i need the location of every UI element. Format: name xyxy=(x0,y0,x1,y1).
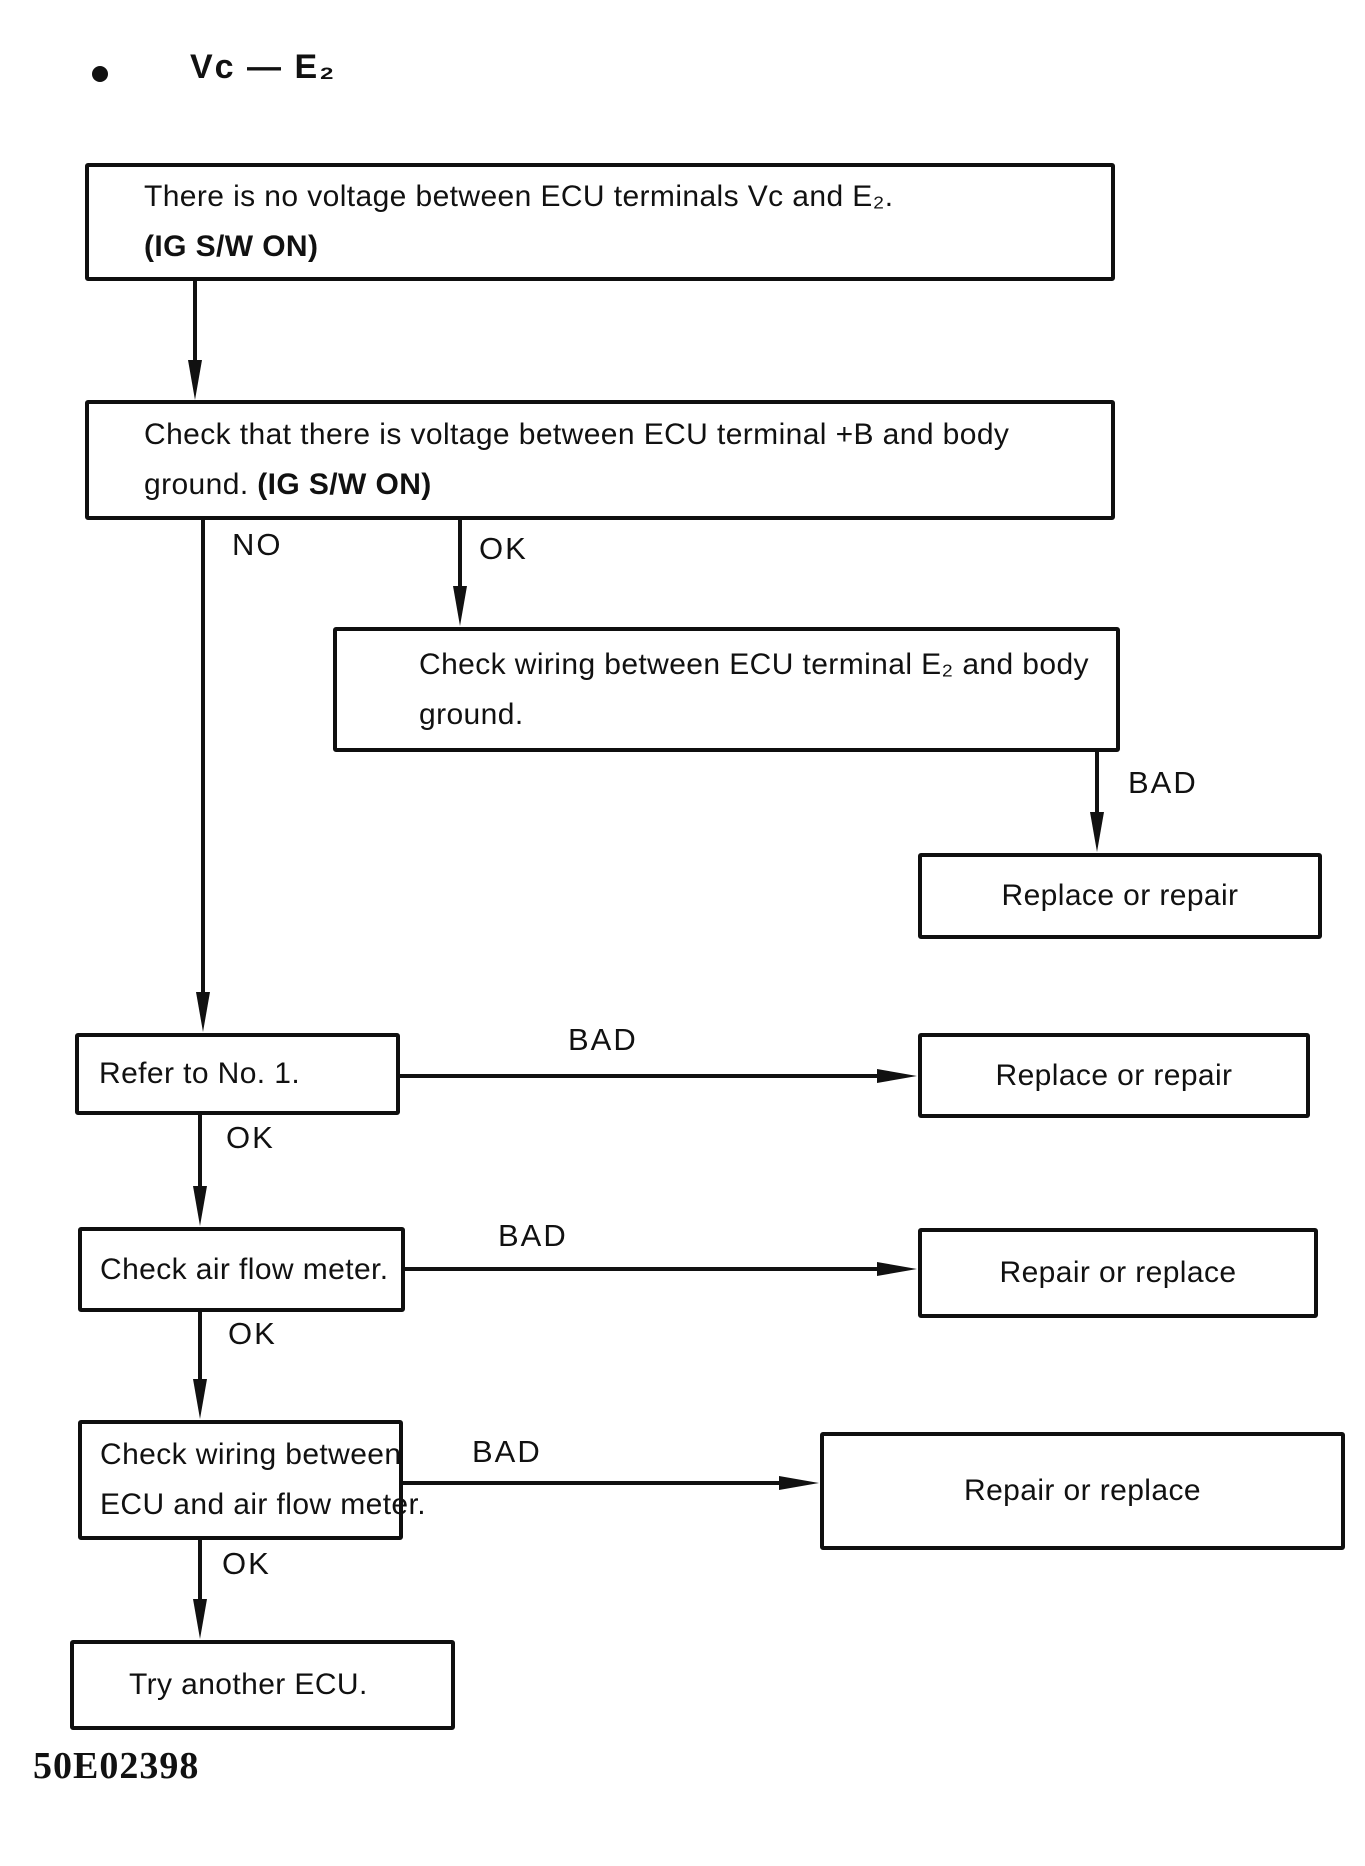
figure-code: 50E02398 xyxy=(33,1745,200,1787)
node-refer-no1-text: Refer to No. 1. xyxy=(99,1057,301,1090)
node-try-ecu: Try another ECU. xyxy=(70,1640,455,1730)
edge-label-ok-3: OK xyxy=(228,1316,277,1351)
node-repair-replace-bottom-text: Repair or replace xyxy=(964,1474,1201,1507)
node-start-line2: (IG S/W ON) xyxy=(144,230,319,263)
node-replace-repair-top-text: Replace or repair xyxy=(1001,879,1239,912)
node-refer-no1: Refer to No. 1. xyxy=(75,1033,400,1115)
node-check-e2-line1: Check wiring between ECU terminal E₂ and… xyxy=(419,647,1089,681)
node-check-plus-b-line2: ground. (IG S/W ON) xyxy=(144,460,1111,510)
node-replace-repair-mid-text: Replace or repair xyxy=(995,1058,1233,1092)
node-check-wiring-afm-line2: ECU and air flow meter. xyxy=(100,1488,426,1521)
arrowhead-bad-airflow xyxy=(877,1262,917,1276)
arrowhead-ok-airflow xyxy=(193,1379,207,1419)
page-title: Vc — E₂ xyxy=(190,48,337,86)
node-start-line1: There is no voltage between ECU terminal… xyxy=(144,180,894,213)
edge-label-no: NO xyxy=(232,527,283,562)
node-replace-repair-top: Replace or repair xyxy=(918,853,1322,939)
arrowhead-bad-e2 xyxy=(1090,812,1104,852)
arrowhead-ok-branch xyxy=(453,586,467,626)
node-check-wiring-afm: Check wiring between ECU and air flow me… xyxy=(78,1420,426,1540)
edge-label-bad-2: BAD xyxy=(568,1022,638,1057)
arrowhead-no-branch xyxy=(196,992,210,1032)
bullet-icon xyxy=(92,66,108,82)
edge-label-bad-4: BAD xyxy=(472,1434,542,1469)
node-check-plus-b-line1: Check that there is voltage between ECU … xyxy=(144,418,1010,451)
node-check-plus-b-line2-bold: (IG S/W ON) xyxy=(257,468,432,501)
edge-label-bad-3: BAD xyxy=(498,1218,568,1253)
node-check-air-flow: Check air flow meter. xyxy=(78,1227,405,1312)
node-check-air-flow-text: Check air flow meter. xyxy=(100,1252,389,1286)
node-check-plus-b: Check that there is voltage between ECU … xyxy=(85,400,1115,520)
node-check-wiring-afm-line1: Check wiring between xyxy=(100,1438,402,1471)
node-check-plus-b-line2-normal: ground. xyxy=(144,468,258,501)
edge-label-ok-1: OK xyxy=(479,531,528,566)
node-check-e2-line2: ground. xyxy=(419,697,524,731)
arrowhead-ok-wiring xyxy=(193,1599,207,1639)
arrowhead-bad-wiring xyxy=(779,1476,819,1490)
node-repair-replace-bottom: Repair or replace xyxy=(820,1432,1345,1550)
edge-label-ok-2: OK xyxy=(226,1120,275,1155)
node-repair-replace-mid: Repair or replace xyxy=(918,1228,1318,1318)
node-repair-replace-mid-text: Repair or replace xyxy=(999,1256,1237,1289)
edge-label-bad-1: BAD xyxy=(1128,765,1198,800)
node-try-ecu-text: Try another ECU. xyxy=(129,1668,368,1701)
node-replace-repair-mid: Replace or repair xyxy=(918,1033,1310,1118)
arrowhead-ok-refer xyxy=(193,1186,207,1226)
node-start-condition: There is no voltage between ECU terminal… xyxy=(85,163,1115,281)
edge-label-ok-4: OK xyxy=(222,1546,271,1581)
node-check-e2-wiring: Check wiring between ECU terminal E₂ and… xyxy=(333,627,1120,752)
arrowhead-start-to-checkb xyxy=(188,360,202,400)
arrowhead-bad-refer xyxy=(877,1069,917,1083)
